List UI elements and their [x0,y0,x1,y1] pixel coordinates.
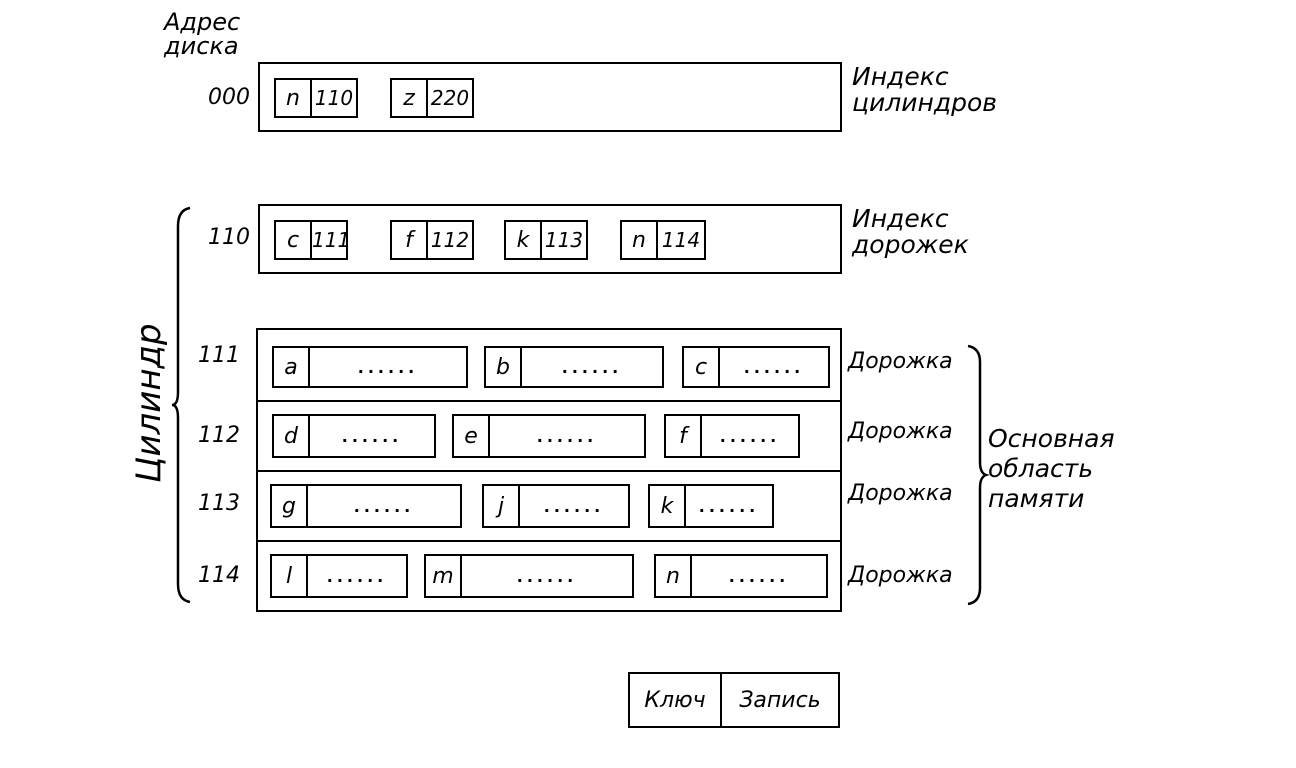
record: m ...... [424,554,634,598]
record-data: ...... [561,357,623,377]
cylinder-index-entry: n 110 [274,78,358,118]
record-data: ...... [698,496,760,516]
track-index-entry: c 111 [274,220,351,260]
entry-key: n [622,222,658,258]
entry-address: 110 [314,86,354,110]
cylinder-index-label: Индекс цилиндров [852,62,998,117]
record: d ...... [272,414,436,458]
track-index-entry: n 114 [620,220,706,260]
entry-key: n [276,80,312,116]
track-address: 113 [198,491,240,516]
record-data: ...... [719,426,781,446]
cylinder-brace [171,206,191,604]
cylinder-label: Цилиндр [129,323,169,483]
record: c ...... [682,346,830,388]
record-key: c [684,348,720,386]
record-data: ...... [357,357,419,377]
cylinder-index-address: 000 [208,85,250,110]
record-key: n [656,556,692,596]
record-key: f [666,416,702,456]
record-data: ...... [341,426,403,446]
track-112: d ...... e ...... f ...... [258,400,840,470]
main-area-brace [967,344,990,606]
track-label: Дорожка [848,481,953,506]
disk-address-label: Адрес диска [164,8,241,60]
record-key: l [272,556,308,596]
record-data: ...... [536,426,598,446]
main-storage-area: a ...... b ...... c ...... d ...... e ..… [256,328,842,612]
record: k ...... [648,484,774,528]
entry-address: 114 [661,228,701,252]
record: l ...... [270,554,408,598]
record: n ...... [654,554,828,598]
record-data: ...... [326,566,388,586]
track-label: Дорожка [848,419,953,444]
record-data: ...... [543,496,605,516]
record-key: e [454,416,490,456]
record-data: ...... [353,496,415,516]
record-key: d [274,416,310,456]
entry-address: 113 [544,228,584,252]
record: b ...... [484,346,664,388]
record-key: g [272,486,308,526]
track-index-entry: k 113 [504,220,588,260]
legend-box: Ключ Запись [628,672,840,728]
entry-key: z [392,80,428,116]
track-index-box: c 111 f 112 k 113 n 114 [258,204,842,274]
record-key: j [484,486,520,526]
record-data: ...... [516,566,578,586]
record-key: m [426,556,462,596]
record-key: b [486,348,522,386]
track-113: g ...... j ...... k ...... [258,470,840,540]
record-key: a [274,348,310,386]
track-index-label: Индекс дорожек [852,204,969,259]
track-address: 111 [198,343,240,368]
record: g ...... [270,484,462,528]
legend-record: Запись [739,687,821,713]
record-data: ...... [743,357,805,377]
legend-key: Ключ [630,674,722,726]
track-114: l ...... m ...... n ...... [258,540,840,614]
track-index-entry: f 112 [390,220,474,260]
entry-key: f [392,222,428,258]
track-111: a ...... b ...... c ...... [258,330,840,400]
cylinder-index-box: n 110 z 220 [258,62,842,132]
entry-key: c [276,222,312,258]
entry-address: 220 [430,86,470,110]
track-label: Дорожка [848,349,953,374]
record: e ...... [452,414,646,458]
record-data: ...... [728,566,790,586]
track-index-address: 110 [208,225,250,250]
entry-key: k [506,222,542,258]
cylinder-index-entry: z 220 [390,78,474,118]
track-address: 112 [198,423,240,448]
record: j ...... [482,484,630,528]
entry-address: 111 [312,228,351,252]
record: a ...... [272,346,468,388]
record-key: k [650,486,686,526]
track-label: Дорожка [848,563,953,588]
record: f ...... [664,414,800,458]
main-area-label: Основная область памяти [988,424,1115,513]
track-address: 114 [198,563,240,588]
entry-address: 112 [430,228,470,252]
